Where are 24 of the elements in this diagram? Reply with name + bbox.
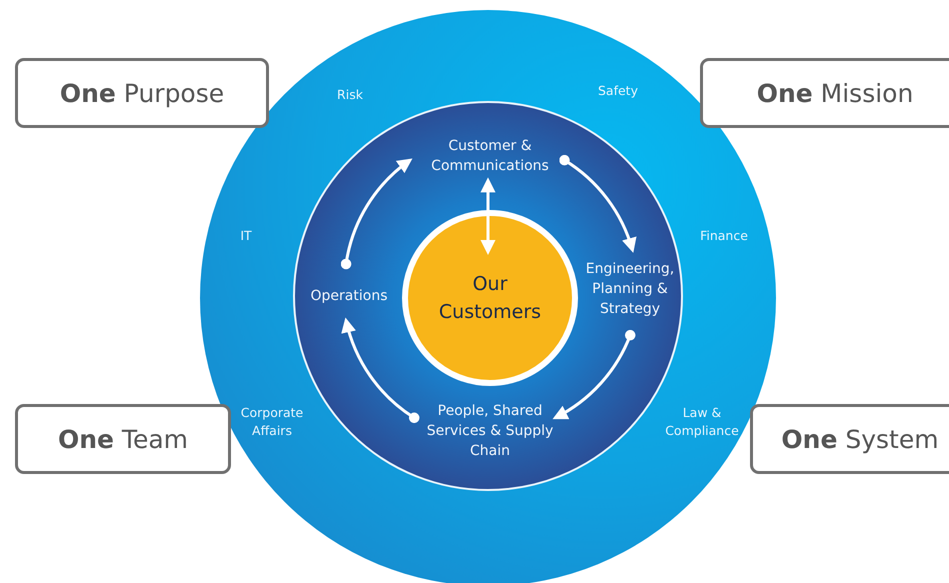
principle-label: One Team — [58, 424, 188, 454]
ring-label: IT — [239, 226, 253, 245]
function-label: Engineering, Planning & Strategy — [584, 260, 676, 320]
arrow — [559, 154, 636, 253]
function-label: Customer & Communications — [430, 136, 550, 176]
principle-label: One System — [781, 424, 939, 454]
principle-box — [750, 404, 949, 474]
principle-label: One Mission — [756, 78, 914, 108]
arrow — [342, 318, 420, 424]
center-label: Our Customers — [438, 272, 542, 325]
principle-box — [15, 58, 269, 128]
function-label: Operations — [310, 286, 388, 306]
ring-label: Safety — [597, 82, 639, 100]
principle-box — [15, 404, 231, 474]
principle-box — [700, 58, 949, 128]
arrow — [340, 158, 412, 270]
ring-label: Risk — [336, 86, 364, 104]
function-label: People, Shared Services & Supply Chain — [426, 402, 554, 462]
principle-label: One Purpose — [60, 78, 224, 108]
ring-label: Finance — [699, 226, 749, 245]
arrow — [552, 330, 636, 420]
ring-label: Corporate Affairs — [240, 404, 304, 440]
arrow — [480, 177, 496, 255]
ring-label: Law & Compliance — [665, 404, 739, 440]
